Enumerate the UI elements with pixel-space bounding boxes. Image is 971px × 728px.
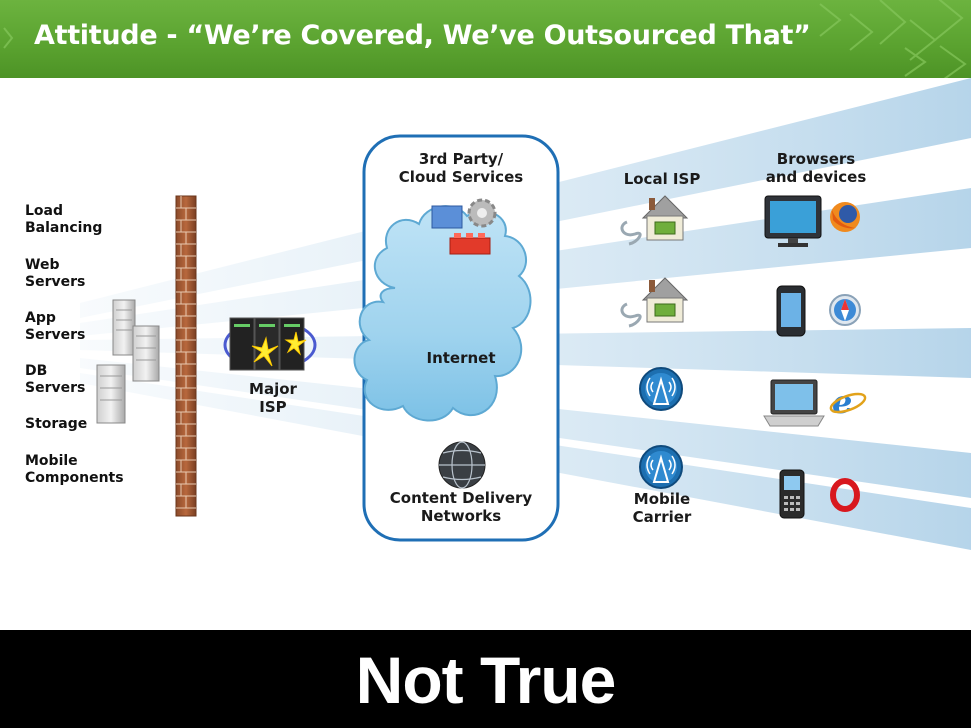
feature-phone-icon [780,470,804,518]
major-isp-line2: ISP [238,398,308,416]
cdn-line2: Networks [370,507,552,525]
firewall-icon [176,196,196,516]
title-bar: Attitude - “We’re Covered, We’ve Outsour… [0,0,971,78]
mobile-carrier-label: Mobile Carrier [614,490,710,526]
slide-title: Attitude - “We’re Covered, We’ve Outsour… [34,20,811,51]
cdn-line1: Content Delivery [370,489,552,507]
cell-tower-icon [640,446,682,488]
smartphone-icon [777,286,805,336]
cloud-services-label: 3rd Party/ Cloud Services [380,150,542,186]
browsers-line2: and devices [750,168,882,186]
browsers-line1: Browsers [750,150,882,168]
footer-text: Not True [0,642,971,718]
browsers-label: Browsers and devices [750,150,882,186]
firefox-icon [830,202,860,232]
laptop-icon [764,380,824,426]
cloud-services-line2: Cloud Services [380,168,542,186]
footer-banner: Not True [0,630,971,728]
safari-icon [830,295,860,325]
label-storage: Storage [25,416,87,433]
major-isp-line1: Major [238,380,308,398]
cloud-services-line1: 3rd Party/ [380,150,542,168]
isp-racks-icon [225,318,315,370]
mobile-carrier-line1: Mobile [614,490,710,508]
local-isp-label: Local ISP [610,170,714,188]
cdn-label: Content Delivery Networks [370,489,552,525]
house-icon [622,278,687,326]
internet-label: Internet [380,349,542,367]
cell-tower-icon [640,368,682,410]
major-isp-label: Major ISP [238,380,308,416]
internet-explorer-icon: e [829,383,868,421]
mobile-carrier-line2: Carrier [614,508,710,526]
cdn-globe-icon [439,442,485,488]
